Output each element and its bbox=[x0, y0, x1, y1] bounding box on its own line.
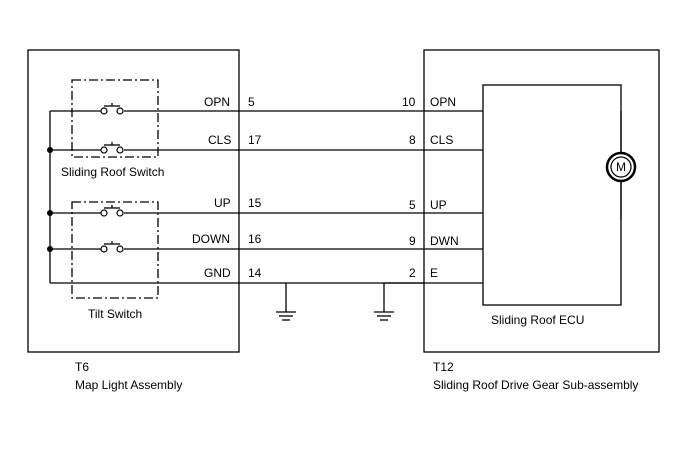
right-pin-2: 2 bbox=[409, 266, 416, 280]
sliding-roof-ecu-label: Sliding Roof ECU bbox=[491, 313, 585, 327]
sliding-roof-switch-label: Sliding Roof Switch bbox=[61, 165, 165, 179]
left-pin-15: 15 bbox=[248, 196, 262, 210]
motor-label: M bbox=[616, 160, 626, 174]
tilt-switch-outline bbox=[71, 201, 159, 299]
right-connector-id: T12 bbox=[433, 360, 454, 374]
right-signal-e: E bbox=[430, 266, 439, 280]
right-pin-5: 5 bbox=[409, 198, 416, 212]
right-pin-8: 8 bbox=[409, 133, 416, 147]
left-signal-opn: OPN bbox=[204, 95, 231, 109]
tilt-switch-label: Tilt Switch bbox=[88, 307, 143, 321]
drive-gear-subassembly-box bbox=[423, 49, 660, 353]
right-pin-9: 9 bbox=[409, 234, 416, 248]
left-signal-down: DOWN bbox=[192, 232, 230, 246]
map-light-assembly-box bbox=[27, 49, 240, 353]
right-signal-dwn: DWN bbox=[430, 234, 459, 248]
right-signal-opn: OPN bbox=[430, 95, 457, 109]
right-pin-10: 10 bbox=[402, 95, 416, 109]
left-pin-14: 14 bbox=[248, 266, 262, 280]
left-signal-up: UP bbox=[214, 196, 231, 210]
left-pin-16: 16 bbox=[248, 232, 262, 246]
left-pin-5: 5 bbox=[248, 95, 255, 109]
right-signal-cls: CLS bbox=[430, 133, 454, 147]
right-assembly-name: Sliding Roof Drive Gear Sub-assembly bbox=[433, 378, 639, 392]
sliding-roof-ecu-box bbox=[482, 84, 622, 306]
left-assembly-name: Map Light Assembly bbox=[75, 378, 183, 392]
left-pin-17: 17 bbox=[248, 133, 262, 147]
sliding-roof-switch-outline bbox=[71, 79, 159, 158]
left-signal-cls: CLS bbox=[208, 133, 232, 147]
left-signal-gnd: GND bbox=[204, 266, 231, 280]
right-signal-up: UP bbox=[430, 198, 447, 212]
left-connector-id: T6 bbox=[75, 360, 90, 374]
